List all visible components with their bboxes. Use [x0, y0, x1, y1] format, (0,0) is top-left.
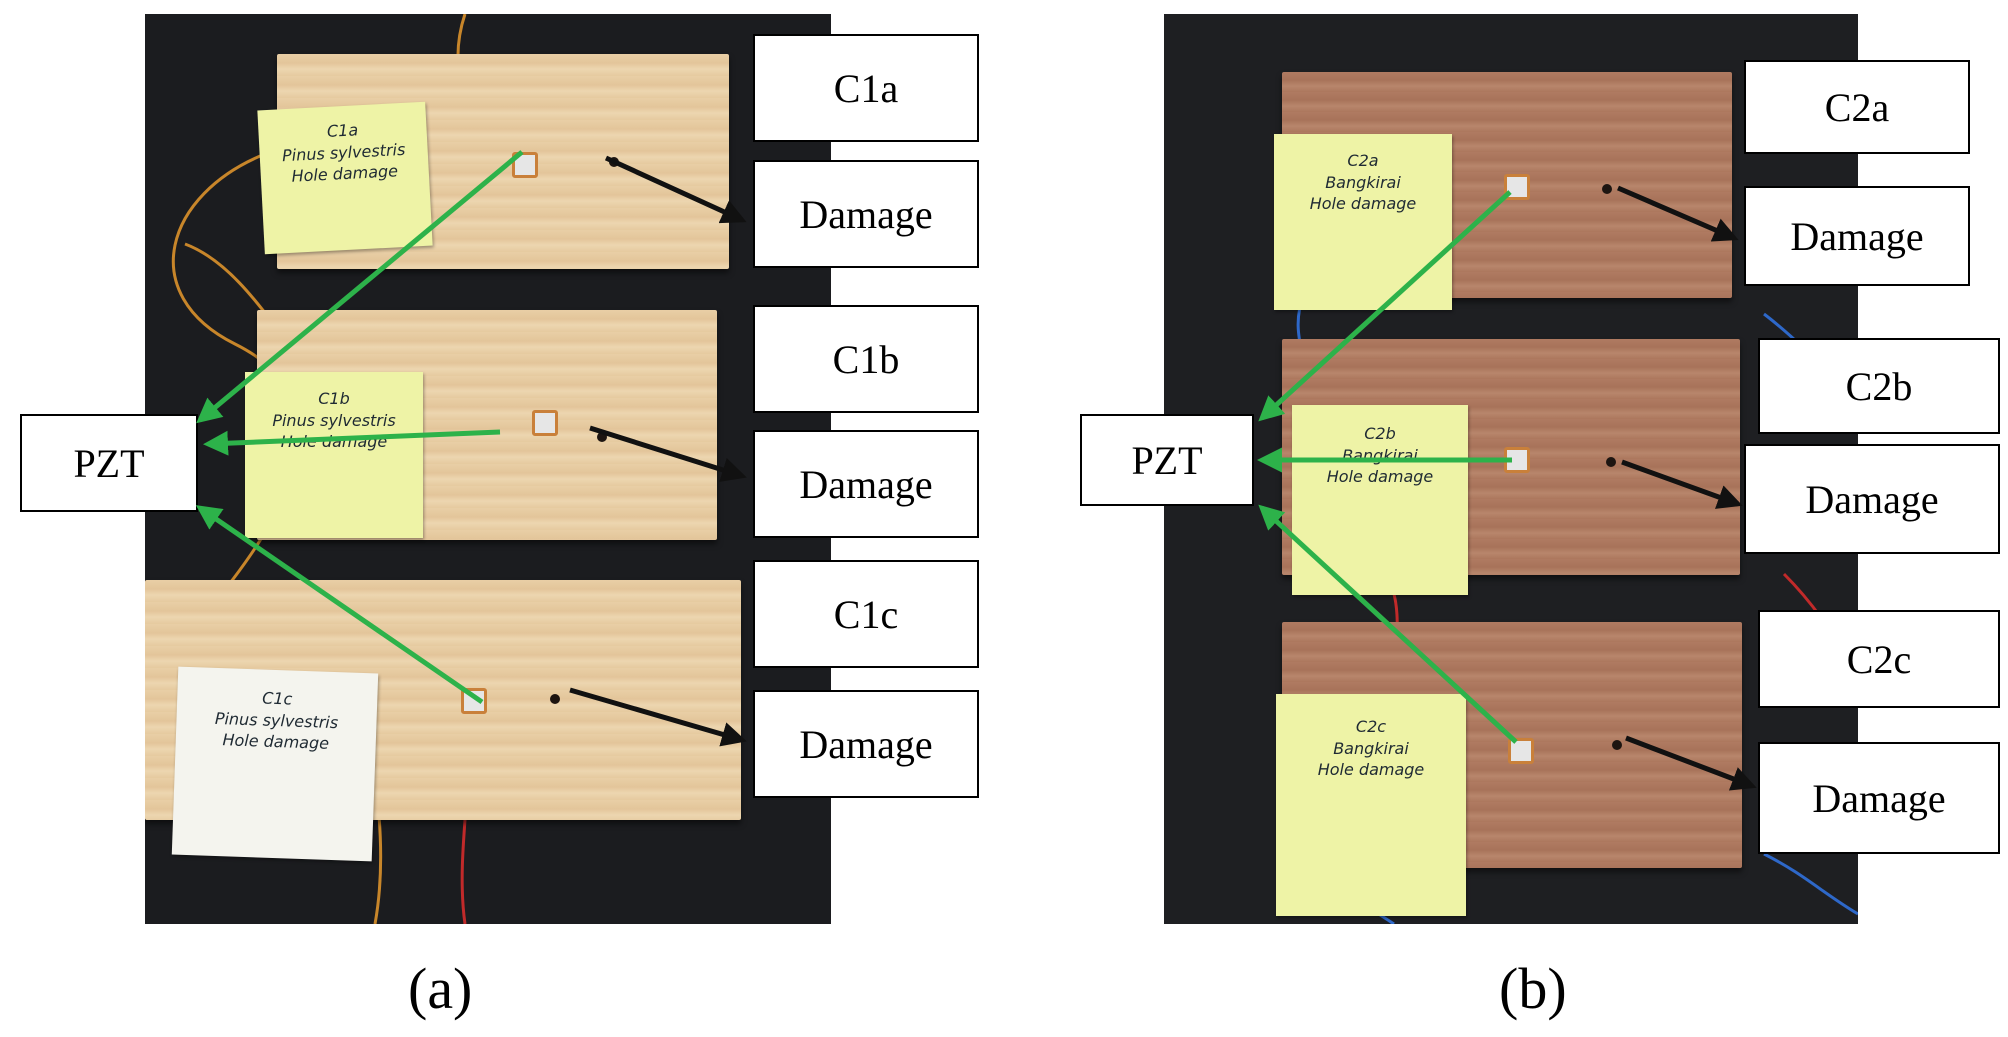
- damage-hole: [597, 432, 607, 442]
- damage-label-c1c: Damage: [753, 690, 979, 798]
- sample-label-c1a: C1a: [753, 34, 979, 142]
- damage-hole: [550, 694, 560, 704]
- pzt-label-a: PZT: [20, 414, 198, 512]
- sample-label-c1b: C1b: [753, 305, 979, 413]
- board-c2b: C2b Bangkirai Hole damage: [1282, 339, 1740, 595]
- damage-label-c1b: Damage: [753, 430, 979, 538]
- sensor-arrow: [195, 505, 484, 705]
- note-c2a: C2a Bangkirai Hole damage: [1274, 134, 1452, 310]
- sensor-arrow: [196, 150, 524, 424]
- caption-b: (b): [1499, 956, 1567, 1021]
- sample-label-c2c: C2c: [1758, 610, 2000, 708]
- board-c2a: C2a Bangkirai Hole damage: [1274, 72, 1732, 310]
- sample-label-c2b: C2b: [1758, 338, 2000, 434]
- note-line: C2a: [1347, 151, 1379, 170]
- damage-label-c2c: Damage: [1758, 742, 2000, 854]
- damage-arrow: [569, 687, 747, 747]
- damage-label-c1a: Damage: [753, 160, 979, 268]
- damage-arrow: [604, 155, 747, 224]
- pzt-sensor: [532, 410, 558, 436]
- damage-arrow: [1625, 735, 1757, 791]
- damage-label-c2a: Damage: [1744, 186, 1970, 286]
- pzt-sensor: [1508, 738, 1534, 764]
- board-c1c: C1c Pinus sylvestris Hole damage: [145, 580, 741, 862]
- note-line: C1b: [318, 389, 350, 408]
- caption-a: (a): [408, 956, 473, 1021]
- pzt-label-b: PZT: [1080, 414, 1254, 506]
- note-c1b: C1b Pinus sylvestris Hole damage: [245, 372, 423, 538]
- sample-label-c2a: C2a: [1744, 60, 1970, 154]
- note-line: Hole damage: [1317, 760, 1425, 780]
- note-line: Pinus sylvestris: [272, 410, 396, 430]
- board-c1a: C1a Pinus sylvestris Hole damage: [257, 54, 729, 269]
- panel-b: C2a Bangkirai Hole damage C2b Bangkirai …: [1004, 0, 2008, 1037]
- pzt-sensor: [1504, 174, 1530, 200]
- note-line: C2b: [1364, 424, 1396, 443]
- damage-hole: [1612, 740, 1622, 750]
- sample-label-c1c: C1c: [753, 560, 979, 668]
- damage-arrow: [589, 425, 747, 482]
- note-line: C2c: [1355, 717, 1387, 736]
- note-line: Hole damage: [1309, 194, 1417, 214]
- sensor-arrow: [1258, 504, 1518, 744]
- damage-arrow: [1617, 185, 1739, 242]
- sensor-arrow: [1258, 190, 1512, 422]
- note-c2c: C2c Bangkirai Hole damage: [1276, 694, 1466, 916]
- board-c1b: C1b Pinus sylvestris Hole damage: [245, 310, 717, 540]
- note-line: Bangkirai: [1325, 172, 1401, 192]
- damage-label-c2b: Damage: [1744, 444, 2000, 554]
- board-c2c: C2c Bangkirai Hole damage: [1276, 622, 1742, 916]
- note-line: Bangkirai: [1333, 738, 1409, 758]
- damage-arrow: [1621, 459, 1743, 509]
- damage-hole: [1606, 457, 1616, 467]
- note-line: Hole damage: [1326, 467, 1434, 487]
- sensor-arrow: [203, 429, 501, 456]
- damage-hole: [1602, 184, 1612, 194]
